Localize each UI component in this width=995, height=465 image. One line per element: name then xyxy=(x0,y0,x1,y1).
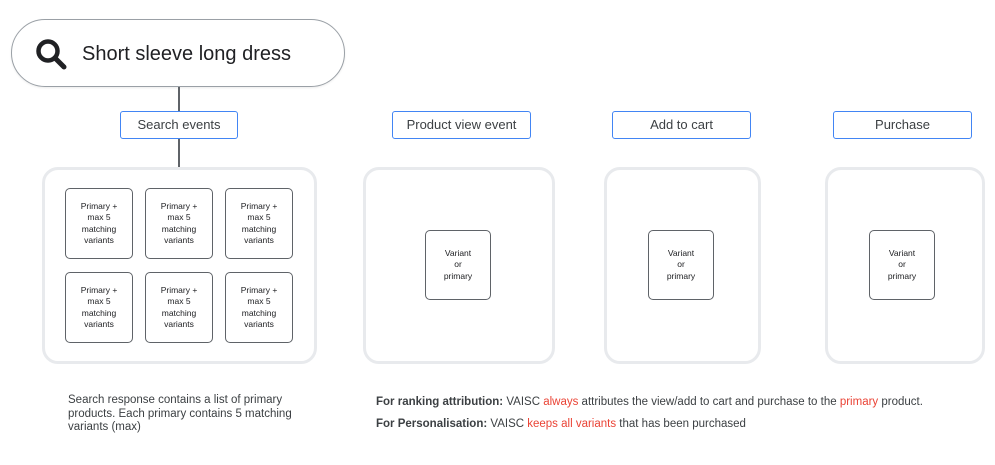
search-result-card: Primary + max 5 matching variants xyxy=(145,188,213,259)
search-result-card: Primary + max 5 matching variants xyxy=(65,272,133,343)
label-add-to-cart: Add to cart xyxy=(612,111,751,139)
add-to-cart-card: Variant or primary xyxy=(648,230,714,300)
connector-line xyxy=(178,139,180,169)
search-bar[interactable]: Short sleeve long dress xyxy=(11,19,345,87)
search-result-card: Primary + max 5 matching variants xyxy=(65,188,133,259)
search-result-card: Primary + max 5 matching variants xyxy=(225,272,293,343)
search-query: Short sleeve long dress xyxy=(82,43,292,65)
search-result-card: Primary + max 5 matching variants xyxy=(225,188,293,259)
connector-line xyxy=(178,87,180,112)
label-purchase: Purchase xyxy=(833,111,972,139)
search-result-card: Primary + max 5 matching variants xyxy=(145,272,213,343)
search-response-caption: Search response contains a list of prima… xyxy=(68,394,292,433)
product-view-card: Variant or primary xyxy=(425,230,491,300)
personalisation-note: For Personalisation: VAISC keeps all var… xyxy=(376,418,746,430)
label-product-view-event: Product view event xyxy=(392,111,531,139)
label-search-events: Search events xyxy=(120,111,238,139)
search-icon xyxy=(36,39,67,70)
purchase-card: Variant or primary xyxy=(869,230,935,300)
ranking-attribution-note: For ranking attribution: VAISC always at… xyxy=(376,396,923,408)
